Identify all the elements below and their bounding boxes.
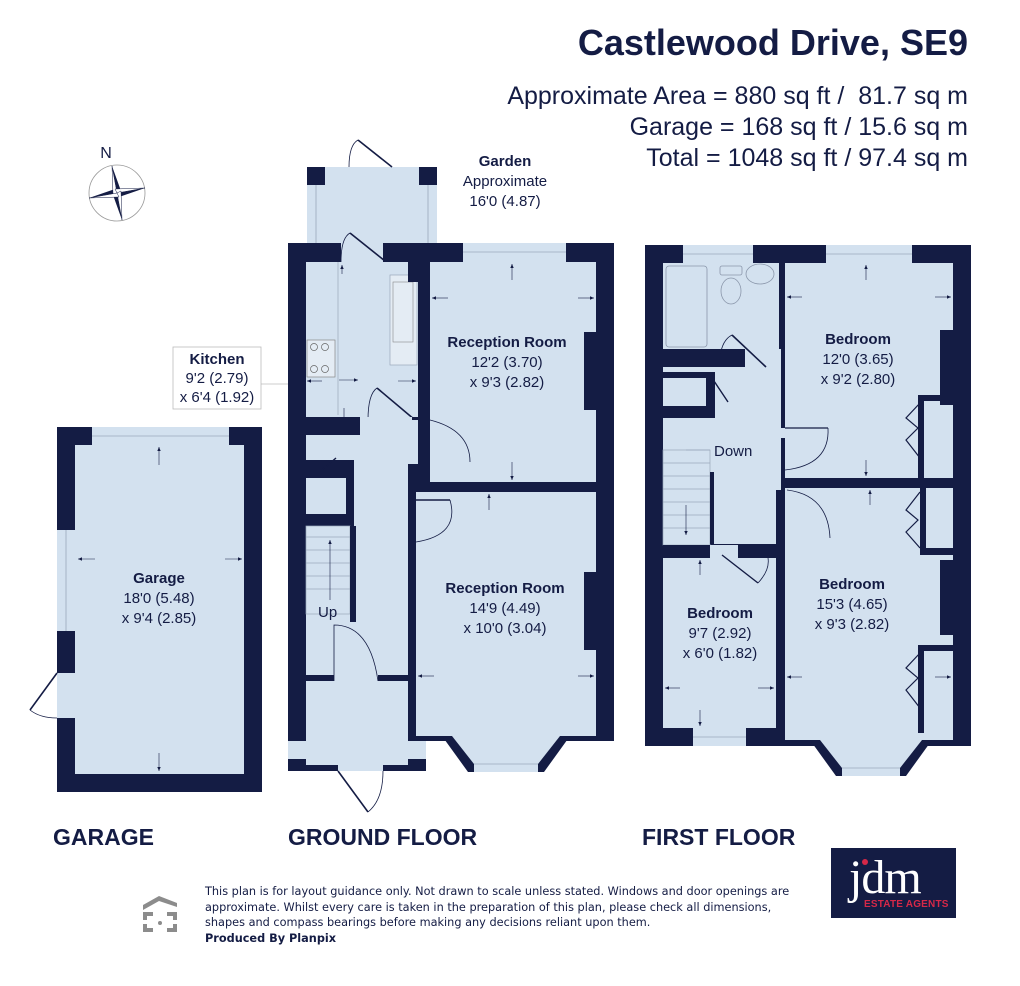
first-floor-label: FIRST FLOOR: [642, 824, 796, 850]
logo-dot-icon: [862, 859, 868, 865]
svg-text:12'0 (3.65): 12'0 (3.65): [822, 351, 893, 368]
svg-text:12'2 (3.70): 12'2 (3.70): [471, 354, 542, 371]
svg-text:Garden: Garden: [479, 153, 532, 170]
logo-subtitle: ESTATE AGENTS: [864, 899, 949, 910]
compass-rose-icon: N: [88, 145, 146, 222]
svg-text:Bedroom: Bedroom: [819, 576, 885, 593]
produced-by: Produced By Planpix: [205, 931, 337, 945]
kitchen-label-box: Kitchen 9'2 (2.79) x 6'4 (1.92): [172, 346, 288, 410]
svg-text:15'3 (4.65): 15'3 (4.65): [816, 596, 887, 613]
disclaimer: This plan is for layout guidance only. N…: [205, 884, 805, 946]
garage-floor-label: GARAGE: [53, 824, 154, 850]
total-area: Total = 1048 sq ft / 97.4 sq m: [646, 144, 968, 172]
svg-text:9'2 (2.79): 9'2 (2.79): [186, 370, 249, 387]
garage-area: Garage = 168 sq ft / 15.6 sq m: [629, 113, 968, 141]
logo-text: jdm: [849, 851, 922, 904]
svg-text:x 6'4 (1.92): x 6'4 (1.92): [180, 389, 255, 406]
stairs-up-label: Up: [318, 604, 337, 621]
svg-text:16'0 (4.87): 16'0 (4.87): [469, 193, 540, 210]
approximate-area: Approximate Area = 880 sq ft / 81.7 sq m: [507, 82, 968, 110]
svg-text:Reception Room: Reception Room: [447, 334, 566, 351]
stairs-down-label: Down: [714, 443, 752, 460]
svg-text:Approximate: Approximate: [463, 173, 547, 190]
svg-text:x 9'2 (2.80): x 9'2 (2.80): [821, 371, 896, 388]
svg-text:x 9'3 (2.82): x 9'3 (2.82): [815, 616, 890, 633]
svg-text:x 6'0 (1.82): x 6'0 (1.82): [683, 645, 758, 662]
svg-text:Bedroom: Bedroom: [687, 605, 753, 622]
property-title: Castlewood Drive, SE9: [577, 22, 968, 63]
svg-text:9'7 (2.92): 9'7 (2.92): [689, 625, 752, 642]
jdm-estate-agents-logo: jdm ESTATE AGENTS: [831, 848, 956, 918]
svg-text:14'9 (4.49): 14'9 (4.49): [469, 600, 540, 617]
garden-label: Garden Approximate 16'0 (4.87): [463, 153, 547, 210]
svg-text:x 9'4 (2.85): x 9'4 (2.85): [122, 610, 197, 627]
svg-text:x 9'3 (2.82): x 9'3 (2.82): [470, 374, 545, 391]
svg-text:Reception Room: Reception Room: [445, 580, 564, 597]
svg-text:Kitchen: Kitchen: [189, 351, 244, 368]
svg-text:Bedroom: Bedroom: [825, 331, 891, 348]
planpix-logo-icon: [143, 896, 177, 932]
garage-room-name: Garage: [133, 570, 185, 587]
svg-text:18'0 (5.48): 18'0 (5.48): [123, 590, 194, 607]
disclaimer-text: This plan is for layout guidance only. N…: [205, 885, 790, 929]
svg-text:N: N: [100, 145, 112, 162]
ground-floor-label: GROUND FLOOR: [288, 824, 478, 850]
first-floor-plan: Down Bedroom 12'0 (3.65) x 9'2 (2.80): [645, 245, 971, 776]
svg-text:x 10'0 (3.04): x 10'0 (3.04): [464, 620, 547, 637]
ground-floor-plan: Up Reception Room 12'2 (3.70) x 9'3 (2.8…: [288, 139, 614, 813]
garage-plan: Garage 18'0 (5.48) x 9'4 (2.85): [29, 427, 262, 792]
